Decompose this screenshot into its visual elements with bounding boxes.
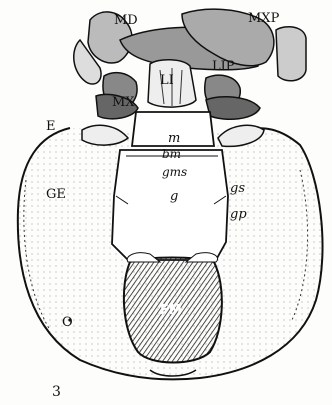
label-gs: gs	[230, 181, 245, 196]
label-mxp: MXP	[248, 11, 280, 26]
label-li: LI	[160, 73, 174, 88]
label-fm: FM	[160, 303, 182, 318]
label-g: g	[170, 189, 178, 204]
label-bm: bm	[162, 147, 181, 161]
label-e: E	[46, 119, 56, 134]
label-m: m	[168, 131, 180, 146]
figure-number: 3	[52, 384, 61, 400]
label-md: MD	[114, 13, 138, 28]
label-mx: MX	[112, 95, 135, 110]
label-gp: gp	[230, 207, 247, 222]
label-lip: LIP	[212, 59, 235, 74]
label-ge: GE	[46, 187, 66, 202]
label-gms: gms	[162, 165, 187, 179]
label-o: O	[62, 315, 73, 330]
